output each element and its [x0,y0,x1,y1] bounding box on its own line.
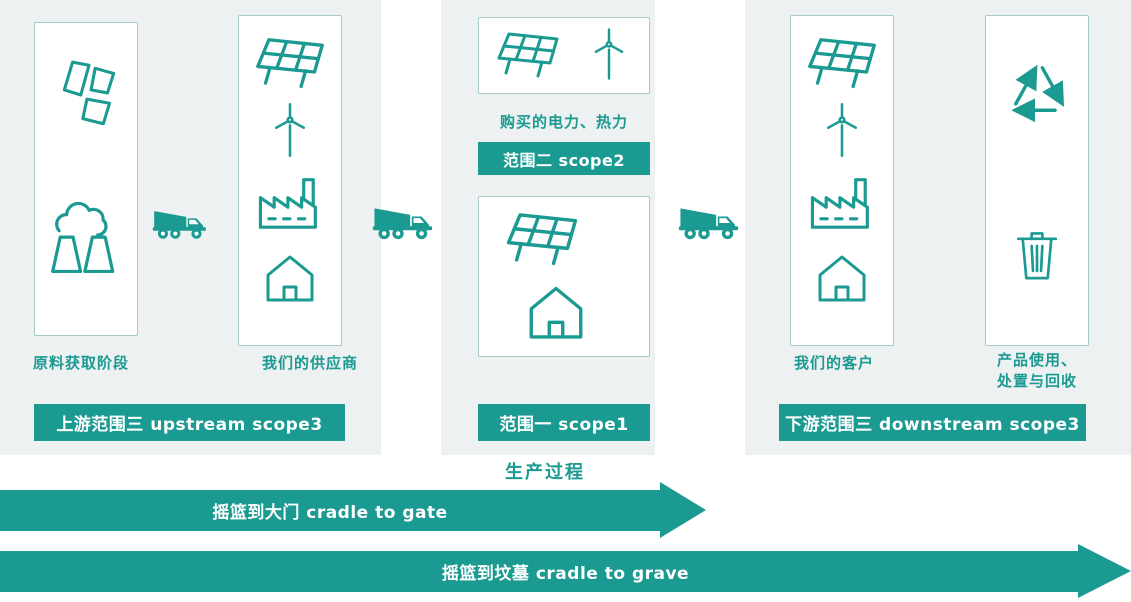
wind-turbine-icon [588,26,630,82]
wind-turbine-icon [268,100,312,160]
solar-panel-icon [250,33,330,91]
customers-caption: 我们的客户 [794,354,875,372]
recycle-icon [1003,55,1071,123]
purchased-energy-box [478,17,650,94]
raw-materials-caption: 原料获取阶段 [33,354,130,372]
wind-turbine-icon [820,100,864,160]
truck-icon [678,199,756,242]
purchased-energy-caption: 购买的电力、热力 [499,113,628,131]
cradle-to-gate-label: 摇篮到大门 cradle to gate [212,503,448,523]
cradle-to-gate-arrowhead [660,482,706,538]
trash-icon [1012,224,1062,284]
raw-materials-icon [52,56,126,134]
end-of-life-caption-line1: 产品使用、 [996,351,1077,369]
cradle-to-grave-arrow [0,551,1078,592]
solar-panel-icon [500,208,584,268]
suppliers-caption: 我们的供应商 [262,354,359,372]
production-process-label: 生产过程 [505,462,585,483]
factory-icon [804,172,880,236]
scope2-banner: 范围二 scope2 [478,142,650,175]
house-icon [810,248,874,306]
upstream-scope3-banner: 上游范围三 upstream scope3 [34,404,345,441]
end-of-life-caption-line2: 处置与回收 [996,372,1077,390]
scope1-banner: 范围一 scope1 [478,404,650,441]
truck-icon [372,199,450,242]
factory-icon [252,172,328,236]
truck-icon [152,203,222,241]
solar-panel-icon [492,28,564,80]
cradle-to-grave-arrowhead [1078,544,1131,598]
downstream-scope3-banner: 下游范围三 downstream scope3 [779,404,1086,441]
power-plant-smoke-icon [42,192,132,278]
solar-panel-icon [802,33,882,91]
house-icon [520,278,592,344]
cradle-to-grave-label: 摇篮到坟墓 cradle to grave [441,564,690,584]
end-of-life-caption: 产品使用、 处置与回收 [985,350,1089,392]
house-icon [258,248,322,306]
cradle-to-gate-arrow [0,490,660,531]
end-of-life-box [985,15,1089,346]
